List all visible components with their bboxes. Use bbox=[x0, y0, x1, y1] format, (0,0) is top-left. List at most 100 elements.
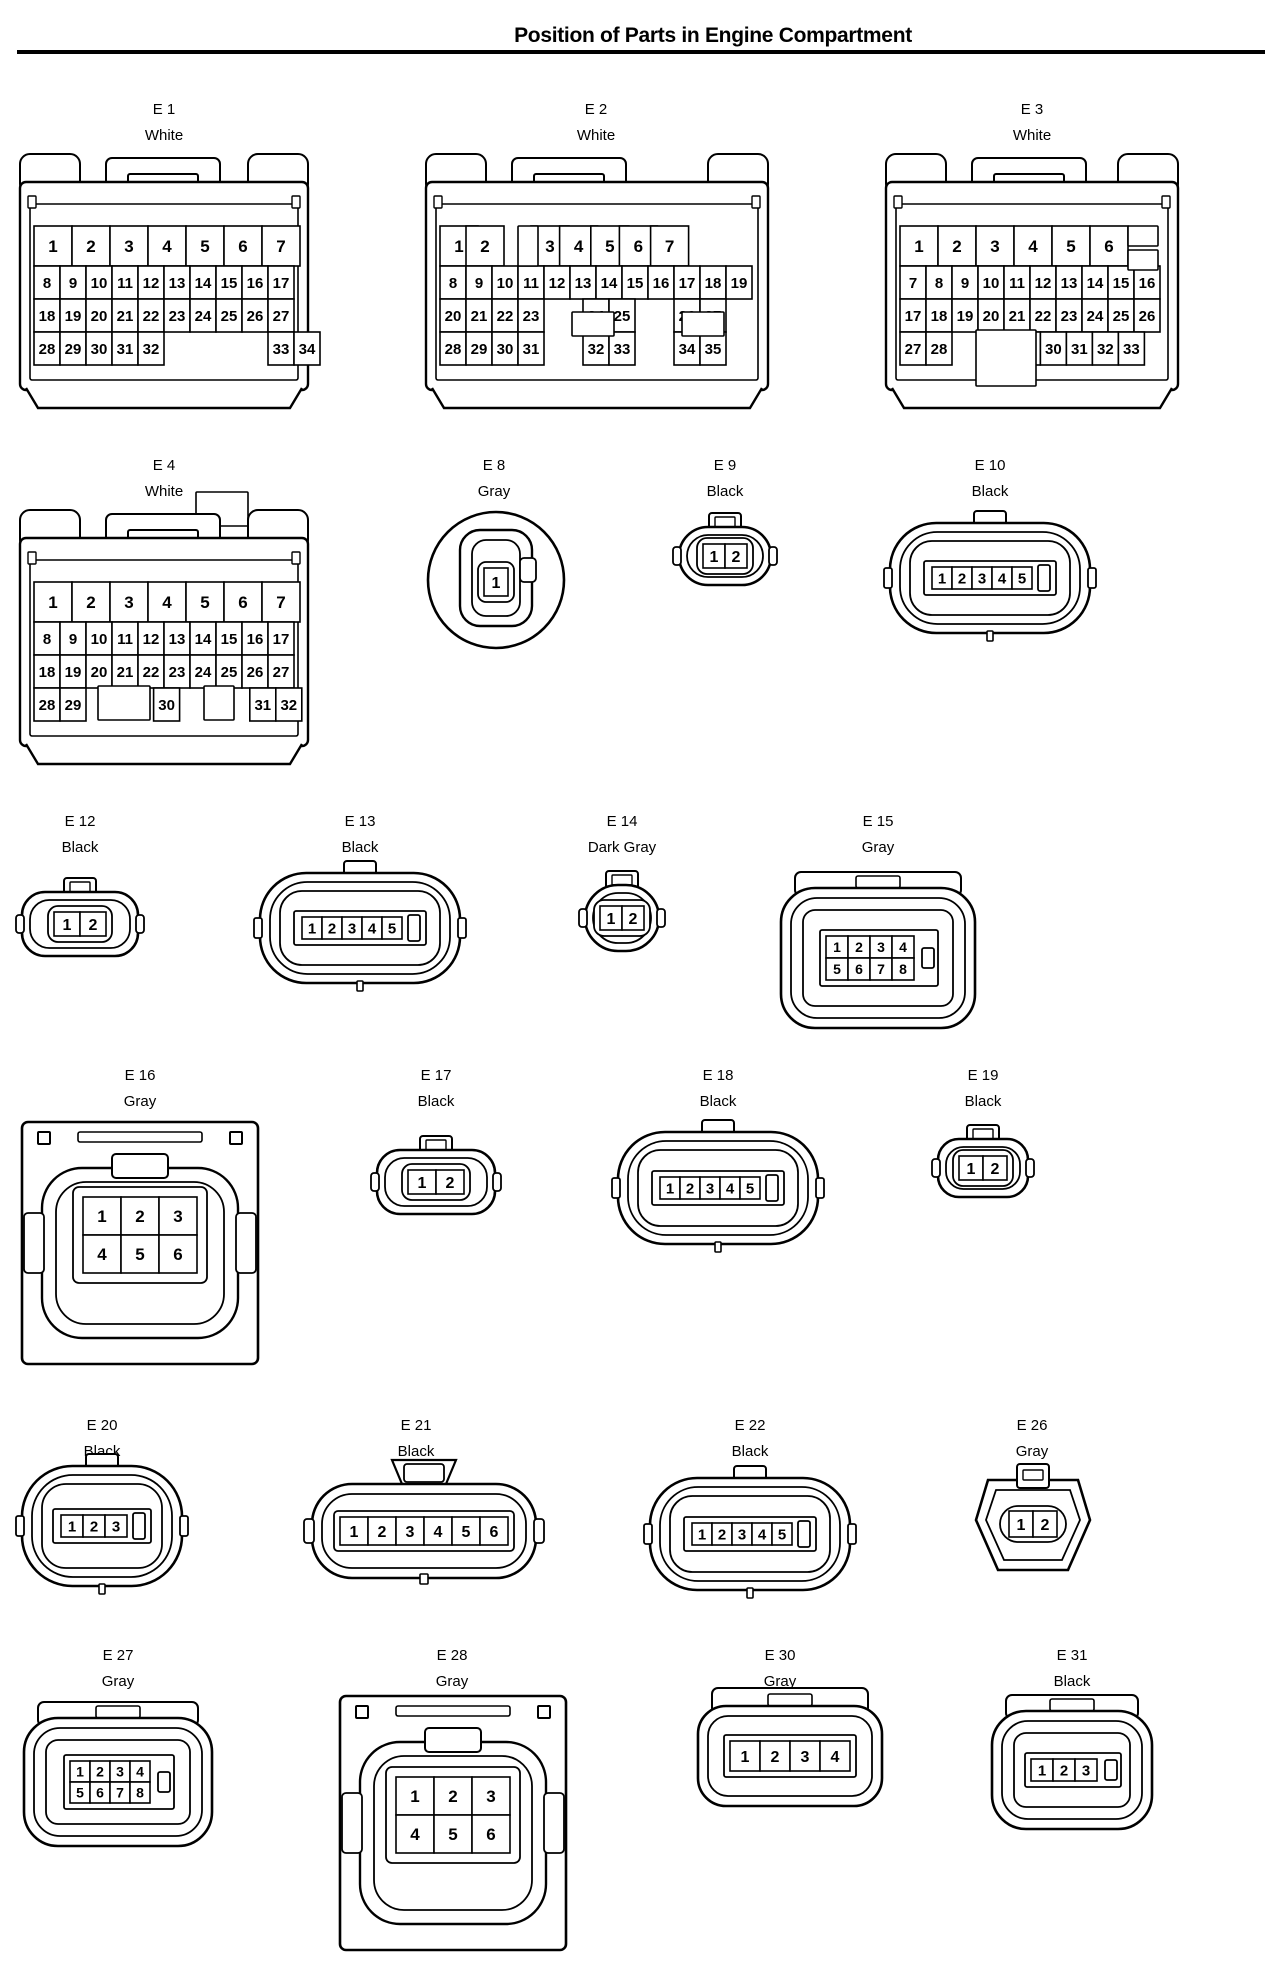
pin-cell bbox=[621, 905, 645, 931]
pin-number: 1 bbox=[1017, 1517, 1026, 1534]
pin-number: 1 bbox=[410, 1787, 419, 1806]
connector-body-shape bbox=[656, 908, 666, 928]
pin-number: 8 bbox=[43, 631, 51, 648]
pin-number: 8 bbox=[935, 275, 943, 292]
pin-number: 12 bbox=[143, 275, 160, 292]
pin-number: 16 bbox=[653, 275, 670, 292]
pin-number: 1 bbox=[914, 237, 923, 256]
title-rule bbox=[17, 50, 1265, 54]
pin-number: 2 bbox=[480, 237, 489, 256]
pin-number: 5 bbox=[746, 1180, 754, 1197]
pin-number: 5 bbox=[1018, 570, 1026, 587]
pin-number: 6 bbox=[238, 237, 247, 256]
connector-body-shape bbox=[403, 1463, 445, 1483]
pin-number: 12 bbox=[143, 631, 160, 648]
connector-body-shape bbox=[430, 387, 764, 410]
pin-number: 29 bbox=[471, 341, 488, 358]
connector-body-shape bbox=[24, 743, 304, 766]
pin-number: 15 bbox=[221, 275, 238, 292]
pin-number: 2 bbox=[135, 1207, 144, 1226]
pin-cell bbox=[111, 654, 139, 689]
connector-body-shape bbox=[1022, 1469, 1044, 1481]
connector-color: Black bbox=[61, 839, 99, 856]
pin-cell bbox=[1091, 331, 1120, 366]
pin-number: 1 bbox=[48, 237, 57, 256]
connector-body-shape bbox=[578, 908, 588, 928]
pin-cell bbox=[85, 298, 113, 333]
connector-id: E 21 bbox=[400, 1417, 432, 1434]
pin-number: 7 bbox=[116, 1785, 124, 1801]
pin-cell bbox=[33, 331, 61, 366]
connector-body-shape bbox=[537, 1705, 551, 1719]
pin-cell bbox=[1081, 298, 1109, 333]
connector-body-shape bbox=[15, 914, 25, 934]
pin-number: 2 bbox=[96, 1764, 104, 1780]
connector-e2: 1234567891011121314151617181920212223242… bbox=[424, 153, 770, 410]
connector-id: E 30 bbox=[764, 1647, 796, 1664]
pin-cell bbox=[724, 543, 748, 569]
pin-number: 30 bbox=[1045, 341, 1062, 358]
connector-color: Gray bbox=[477, 483, 511, 500]
pin-number: 22 bbox=[497, 308, 514, 325]
pin-number: 18 bbox=[931, 308, 948, 325]
pin-number: 16 bbox=[247, 275, 264, 292]
connector-id: E 13 bbox=[344, 813, 376, 830]
pin-number: 31 bbox=[117, 341, 134, 358]
connector-body-shape bbox=[1049, 1698, 1095, 1712]
key-slot bbox=[797, 1520, 811, 1548]
pin-number: 3 bbox=[173, 1207, 182, 1226]
pin-cell bbox=[925, 331, 953, 366]
pin-cell bbox=[59, 331, 87, 366]
connector-color: White bbox=[144, 483, 184, 500]
connector-body-shape bbox=[37, 1131, 51, 1145]
connector-id: E 1 bbox=[152, 101, 176, 118]
pin-number: 1 bbox=[97, 1207, 106, 1226]
key-slot bbox=[571, 311, 615, 337]
pin-cell bbox=[59, 687, 87, 722]
pin-number: 1 bbox=[741, 1749, 750, 1766]
connector-body-shape bbox=[643, 1523, 653, 1545]
pin-cell bbox=[569, 265, 597, 300]
pin-number: 24 bbox=[195, 664, 212, 681]
connector-body-shape bbox=[746, 1587, 754, 1599]
pin-cell bbox=[185, 581, 225, 623]
pin-number: 1 bbox=[418, 1175, 427, 1192]
pin-number: 4 bbox=[574, 237, 584, 256]
pin-number: 19 bbox=[65, 664, 82, 681]
connector-id: E 31 bbox=[1056, 1647, 1088, 1664]
pin-number: 4 bbox=[434, 1524, 443, 1541]
pin-cell bbox=[977, 298, 1005, 333]
pin-number: 18 bbox=[39, 664, 56, 681]
pin-number: 1 bbox=[63, 917, 72, 934]
pin-cell bbox=[479, 1516, 509, 1546]
pin-number: 1 bbox=[710, 549, 719, 566]
connector-id: E 8 bbox=[482, 457, 506, 474]
connector-body-shape bbox=[23, 1212, 45, 1274]
connector-body-shape bbox=[355, 1705, 369, 1719]
pin-cell bbox=[647, 265, 675, 300]
pin-number: 3 bbox=[124, 593, 133, 612]
key-slot bbox=[681, 311, 725, 337]
pin-number: 4 bbox=[97, 1245, 107, 1264]
pin-number: 2 bbox=[446, 1175, 455, 1192]
connector-body-shape bbox=[370, 1172, 380, 1192]
pin-number: 2 bbox=[90, 1518, 98, 1535]
pin-cell bbox=[79, 911, 107, 937]
pin-number: 7 bbox=[276, 593, 285, 612]
pin-number: 6 bbox=[634, 237, 643, 256]
pin-cell bbox=[608, 331, 636, 366]
connector-body-shape bbox=[972, 1128, 994, 1140]
pin-number: 2 bbox=[718, 1526, 726, 1543]
pin-number: 9 bbox=[961, 275, 969, 292]
